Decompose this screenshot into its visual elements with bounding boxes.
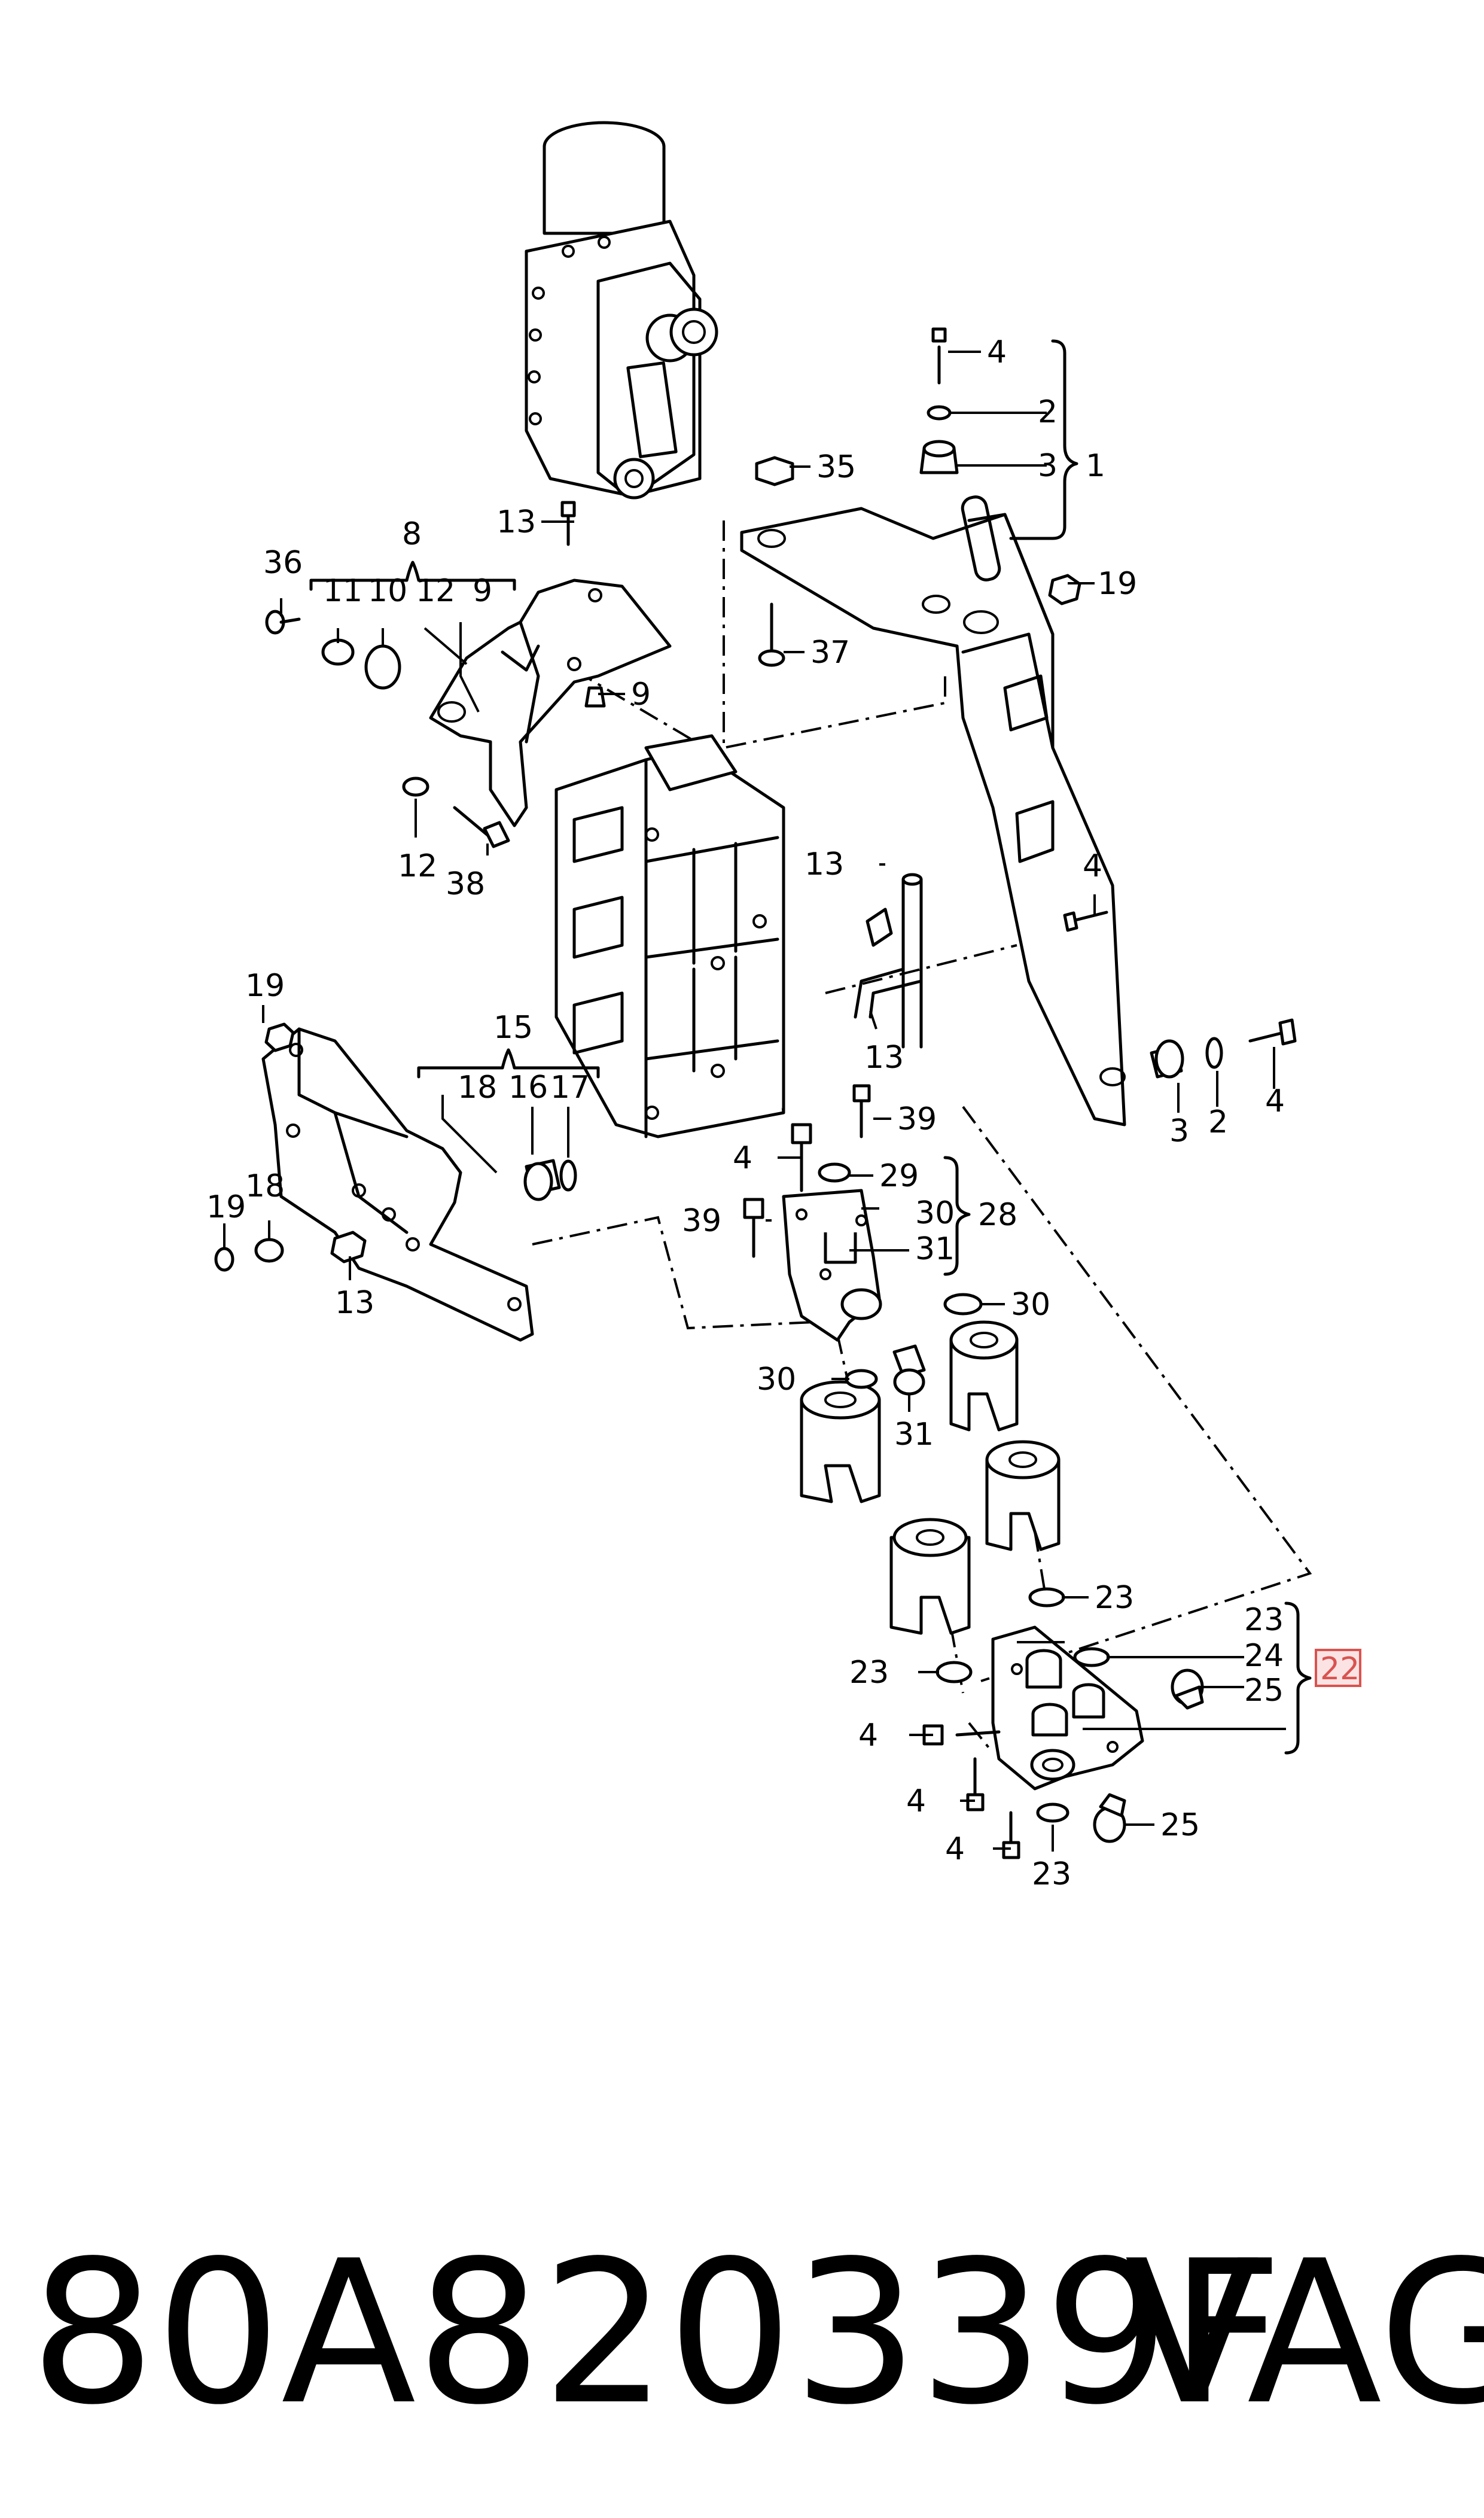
callout-30c: 30	[757, 1362, 796, 1397]
footer: 80A820339F VAG	[30, 2218, 1484, 2448]
callout-4d: 4	[733, 1140, 752, 1176]
pipe-assembly	[854, 873, 923, 1049]
lower-left-bracket	[261, 1027, 534, 1342]
callout-8: 8	[402, 516, 422, 552]
callout-3b: 3	[1169, 1113, 1189, 1149]
valve-block-28	[782, 1189, 882, 1342]
callout-13: 13	[496, 504, 536, 540]
callout-19: 19	[1098, 566, 1137, 602]
callout-13d: 13	[335, 1285, 374, 1321]
callout-17: 17	[550, 1070, 590, 1106]
callout-39b: 39	[682, 1203, 721, 1239]
callout-31b: 31	[894, 1417, 934, 1453]
callout-9: 9	[631, 677, 651, 713]
callout-18b: 18	[245, 1168, 285, 1204]
callout-12b: 12	[398, 848, 437, 884]
brand-name: VAG	[1125, 2218, 1484, 2448]
fasteners	[214, 327, 1297, 1859]
callout-23c: 23	[849, 1655, 889, 1691]
callout-2: 2	[1038, 394, 1058, 430]
callout-36: 36	[263, 545, 303, 581]
callout-31: 31	[915, 1231, 955, 1267]
callout-23d: 23	[1032, 1856, 1071, 1892]
callout-39: 39	[897, 1101, 937, 1137]
callout-38: 38	[446, 866, 485, 902]
callout-labels: 4 2 3 3 3 1 35 13 19 37 9 8 36 11 10 12 …	[206, 334, 1361, 1892]
callout-4: 4	[987, 334, 1007, 370]
callout-25b: 25	[1160, 1807, 1200, 1843]
callout-18: 18	[458, 1070, 497, 1106]
callout-28: 28	[978, 1197, 1017, 1233]
highlighted-callout-box	[1315, 1649, 1361, 1687]
main-bracket	[740, 495, 1126, 1126]
callout-12: 12	[416, 573, 455, 609]
callout-37: 37	[810, 635, 850, 671]
callout-4g: 4	[945, 1831, 965, 1867]
callout-11: 11	[323, 573, 362, 609]
group-braces	[309, 339, 1312, 1755]
valve-housings	[800, 1320, 1061, 1635]
callout-9b: 9	[473, 573, 492, 609]
valve-block-22	[991, 1625, 1144, 1791]
callout-24: 24	[1244, 1638, 1284, 1674]
part-number: 80A820339F	[30, 2218, 1284, 2448]
callout-35: 35	[816, 449, 856, 485]
upper-left-bracket	[429, 578, 672, 827]
callout-23b: 23	[1244, 1602, 1284, 1638]
hydraulic-control-unit	[554, 734, 785, 1138]
callout-4f: 4	[906, 1783, 926, 1819]
callout-19b: 19	[245, 968, 285, 1004]
callout-16: 16	[508, 1070, 548, 1106]
callout-19c: 19	[206, 1189, 246, 1225]
callout-13c: 13	[864, 1040, 904, 1076]
callout-25: 25	[1244, 1673, 1284, 1709]
callout-30: 30	[915, 1195, 955, 1231]
callout-13b: 13	[805, 847, 844, 882]
callout-2b: 2	[1208, 1104, 1228, 1140]
callout-4c: 4	[1265, 1083, 1285, 1119]
actuator-motor-assembly	[525, 121, 718, 500]
callout-23: 23	[1095, 1580, 1134, 1616]
callout-4e: 4	[858, 1718, 878, 1753]
callout-10: 10	[368, 573, 407, 609]
callout-15: 15	[493, 1010, 533, 1046]
callout-4b: 4	[1083, 848, 1102, 884]
callout-29: 29	[879, 1158, 919, 1194]
callout-1: 1	[1086, 448, 1105, 484]
callout-30b: 30	[1011, 1287, 1050, 1323]
callout-22-highlighted[interactable]: 22	[1320, 1651, 1360, 1687]
leader-lines	[223, 351, 1286, 1852]
callout-3: 3	[1038, 448, 1058, 484]
